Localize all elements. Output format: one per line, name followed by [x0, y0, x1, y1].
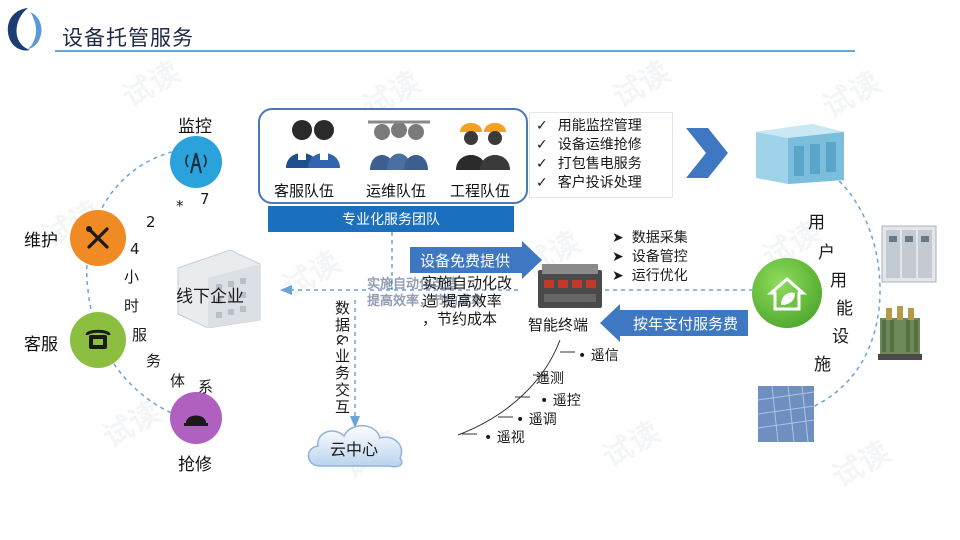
user-side-char: 设	[832, 327, 849, 347]
ring-char: 2	[146, 213, 156, 231]
user-side-char: 能	[836, 299, 853, 319]
remote-item: • 遥调	[516, 412, 557, 428]
data-interaction-label: 数据&业务交互	[333, 300, 351, 416]
function-item: ➤设备管控	[612, 249, 688, 265]
tools-icon	[86, 226, 109, 249]
arrow-right-icon	[522, 241, 542, 279]
arrow-bullet-icon: ➤	[612, 268, 624, 284]
bullet-dot: •	[516, 412, 529, 428]
remote-item: 遥测	[536, 371, 564, 387]
bullet-dot: •	[540, 393, 553, 409]
phone-icon	[85, 329, 111, 349]
checklist-item: ✓设备运维抢修	[536, 137, 642, 153]
team-label: 工程队伍	[450, 182, 511, 200]
check-icon: ✓	[536, 175, 548, 191]
function-item: ➤运行优化	[612, 268, 688, 284]
solar-panel-icon	[758, 386, 814, 442]
ring-char: 服	[132, 326, 148, 344]
arrow-bullet-icon: ➤	[612, 230, 624, 246]
offline-enterprise-label: 线下企业	[176, 287, 244, 307]
transformer-icon	[878, 306, 922, 360]
professional-team-bar: 专业化服务团队	[268, 206, 514, 232]
automation-text: 实施自动化改 造 提高效率 ，节约成本	[422, 274, 513, 328]
support-team-icon	[286, 120, 340, 168]
service-label: 客服	[24, 335, 58, 355]
team-label: 客服队伍	[274, 182, 335, 200]
title-divider	[55, 50, 855, 52]
service-node[interactable]	[70, 312, 126, 368]
maintain-label: 维护	[24, 231, 58, 251]
maintenance-team-icon	[368, 120, 430, 170]
chevron-right-icon	[686, 128, 728, 178]
cloud-center-label: 云中心	[330, 440, 379, 459]
bullet-dot: •	[484, 430, 497, 446]
ring-char: 体	[170, 372, 186, 390]
page-title: 设备托管服务	[62, 26, 194, 50]
repair-label: 抢修	[178, 455, 212, 475]
overlay-text: 实施自动化改造 提高效率，节约成本	[367, 277, 485, 309]
ring-char: 4	[130, 240, 140, 258]
ring-char: 小	[124, 268, 140, 286]
checklist-item: ✓客户投诉处理	[536, 175, 642, 191]
signal-tower-icon	[185, 152, 207, 174]
terminal-functions: ➤数据采集 ➤设备管控 ➤运行优化	[612, 229, 688, 286]
annual-fee-banner: 按年支付服务费	[620, 310, 748, 336]
remote-item: • 遥控	[540, 393, 581, 409]
function-item: ➤数据采集	[612, 230, 688, 246]
engineering-team-icon	[456, 123, 510, 170]
arrow-left-icon	[600, 304, 620, 342]
ring-char: 系	[198, 378, 214, 396]
arrow-bullet-icon: ➤	[612, 249, 624, 265]
cloud-icon	[307, 425, 403, 468]
hard-hat-icon	[184, 415, 208, 426]
eco-home-icon	[767, 277, 807, 311]
check-icon: ✓	[536, 118, 548, 134]
user-side-char: 施	[814, 355, 831, 375]
user-side-char: 用	[830, 271, 847, 291]
checklist-item: ✓打包售电服务	[536, 156, 642, 172]
ring-char: 务	[146, 352, 162, 370]
monitor-node[interactable]	[170, 136, 222, 188]
switchgear-icon	[881, 225, 937, 283]
free-equipment-banner: 设备免费提供	[410, 247, 522, 273]
ring-char: 时	[124, 297, 140, 315]
office-building-icon	[177, 249, 261, 328]
energy-home-node[interactable]	[752, 258, 822, 328]
check-icon: ✓	[536, 137, 548, 153]
maintain-node[interactable]	[70, 210, 126, 266]
checklist-item: ✓用能监控管理	[536, 118, 642, 134]
service-checklist: ✓用能监控管理 ✓设备运维抢修 ✓打包售电服务 ✓客户投诉处理	[530, 113, 672, 197]
smart-terminal-icon	[538, 264, 602, 308]
team-label: 运维队伍	[366, 182, 427, 200]
brand-logo-icon	[7, 8, 42, 51]
check-icon: ✓	[536, 156, 548, 172]
remote-item: • 遥视	[484, 430, 525, 446]
ring-char: *	[176, 197, 184, 215]
repair-node[interactable]	[170, 392, 222, 444]
bullet-dot: •	[578, 348, 591, 364]
monitor-label: 监控	[178, 117, 212, 137]
substation-icon	[756, 124, 844, 184]
ring-char: 7	[200, 190, 210, 208]
user-side-char: 用	[808, 213, 825, 233]
remote-item: • 遥信	[578, 348, 619, 364]
smart-terminal-label: 智能终端	[528, 316, 589, 334]
user-side-char: 户	[818, 243, 835, 263]
